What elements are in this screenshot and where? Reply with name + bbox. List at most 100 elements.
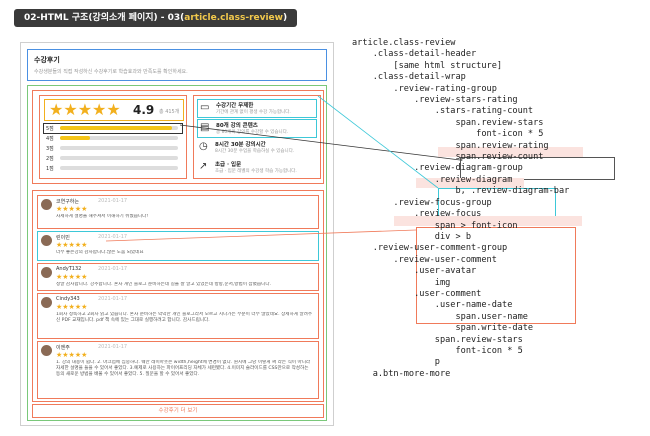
review-diagram-bar <box>60 126 178 130</box>
review-focus-desc: 초급 · 입문 레벨의 수강생 학습 가능합니다. <box>215 169 297 174</box>
user-avatar <box>41 297 52 308</box>
structure-line: .review-focus-group <box>352 197 492 208</box>
user-avatar <box>41 345 52 356</box>
user-name: AndyT132 <box>56 266 82 272</box>
review-stars-rating: ★★★★★ 4.9 총 415개 <box>44 99 184 121</box>
class-detail-header: 수강후기 수강생분들의 직접 작성하신 수강후기로 학습효과와 만족도를 확인하… <box>27 49 327 81</box>
structure-line: img <box>352 277 451 288</box>
structure-line: .review-user-comment-group <box>352 243 508 254</box>
structure-line: div > b <box>352 231 471 242</box>
hl-comment-box <box>416 227 576 324</box>
review-diagram-bar-fill <box>60 126 173 130</box>
hl-comment-group <box>394 216 582 226</box>
review-user-comment-group: 코연구하는 2021-01-17 ★★★★★ 자세하게 설명을 해주셔서 이해하기 쉬… <box>32 190 324 402</box>
structure-line: .review-rating-group <box>352 83 497 94</box>
structure-line: span.review-count <box>352 152 544 163</box>
review-diagram: 5점 <box>43 123 183 134</box>
structure-line: .class-detail-wrap <box>352 72 466 83</box>
review-focus-desc: 기간에 관계 없이 평생 수강 가능합니다. <box>216 110 291 115</box>
review-diagram-bar <box>60 136 178 140</box>
structure-line: .review-diagram <box>352 174 513 185</box>
comment-text: 너무 좋은강의 감사합니다.많은 도움 되었네요 <box>56 250 144 255</box>
structure-line: .stars-rating-count <box>352 106 534 117</box>
review-diagram-bar <box>60 166 178 170</box>
comment-text: 1회차 정독하고 2회차 읽고 있습니다. 혼자 준비하는 막막한 개인 블로그… <box>56 312 313 324</box>
page-mockup: 수강후기 수강생분들의 직접 작성하신 수강후기로 학습효과와 만족도를 확인하… <box>20 42 334 426</box>
user-avatar <box>41 267 52 278</box>
structure-line: p <box>352 357 440 368</box>
review-stars: ★★★★★ <box>56 303 88 311</box>
structure-line: span.write-date <box>352 323 534 334</box>
hl-diagram-group <box>438 147 583 157</box>
review-focus-desc: 8시간 30분 수업을 학습하실 수 있습니다. <box>215 149 295 154</box>
hl-focus-group <box>416 178 524 188</box>
structure-line: .class-detail-header <box>352 49 477 60</box>
review-stars: ★★★★★ <box>49 100 121 119</box>
title-prefix: 02-HTML 구조(강의소개 페이지) - 03( <box>24 13 185 23</box>
review-diagram-label: 5점 <box>46 126 54 132</box>
btn-more[interactable]: 수강후기 더 보기 <box>32 404 324 418</box>
screen-icon: ▭ <box>200 102 210 113</box>
structure-line: .user-comment <box>352 288 482 299</box>
structure-line: .user-name-date <box>352 300 513 311</box>
review-diagram-label: 4점 <box>46 136 54 142</box>
structure-line: a.btn-more-more <box>352 368 451 379</box>
structure-line: .user-avatar <box>352 266 477 277</box>
title-suffix: ) <box>282 13 288 23</box>
review-focus-title: 수강기간 무제한 <box>216 103 254 109</box>
review-focus-title: 8시간 30분 강의시간 <box>215 142 266 148</box>
review-diagram-bar <box>60 146 178 150</box>
review-focus-title: 초급 · 입문 <box>215 162 242 168</box>
structure-line: font-icon * 5 <box>352 345 523 356</box>
review-user-comment: AndyT132 2021-01-17 ★★★★★정말 감사합니다. 강추합니다. … <box>37 263 319 291</box>
structure-line: article.class-review <box>352 38 456 48</box>
review-diagram-group: 5점 4점 3점 2점 1점 <box>43 123 183 174</box>
user-avatar <box>41 199 52 210</box>
structure-line: .review-diagram-group <box>352 163 523 174</box>
review-diagram: 2점 <box>44 154 182 163</box>
review-rating: 4.9 <box>133 103 155 117</box>
review-stars: ★★★★★ <box>56 241 88 249</box>
review-diagram-label: 3점 <box>46 146 54 152</box>
clock-icon: ◷ <box>199 141 208 152</box>
structure-line: [same html structure] <box>352 60 503 71</box>
structure-line: .review-stars-rating <box>352 95 518 106</box>
review-diagram: 1점 <box>44 164 182 173</box>
structure-line: span.review-rating <box>352 140 549 151</box>
review-diagram-label: 2점 <box>46 156 54 162</box>
structure-line: span > font-icon <box>352 220 518 231</box>
structure-line: b, .review-diagram-bar <box>352 186 570 197</box>
review-stars: ★★★★★ <box>56 351 88 359</box>
user-name: Cindy343 <box>56 296 80 302</box>
review-count: 총 415개 <box>159 109 180 115</box>
review-stars: ★★★★★ <box>56 273 88 281</box>
book-icon: ▤ <box>200 122 210 133</box>
review-user-comment: Cindy343 2021-01-17 ★★★★★1회차 정독하고 2회차 읽고 있… <box>37 293 319 339</box>
review-diagram-bar-fill <box>60 136 90 140</box>
comment-text: 자세하게 설명을 해주셔서 이해하기 쉬웠습니다! <box>56 214 149 219</box>
structure-line: .review-focus <box>352 209 482 220</box>
structure-line: span.user-name <box>352 311 528 322</box>
review-focus-desc: 총 80개의 강의를 수강할 수 있습니다. <box>216 130 289 135</box>
user-name: 린이민 <box>56 235 70 241</box>
comment-text: 정말 감사합니다. 강추합니다. 혼자 개인 블로그 준비하는데 길을 잘 알고… <box>56 282 272 287</box>
user-name: 코연구하는 <box>56 199 80 205</box>
structure-line: .review-user-comment <box>352 254 497 265</box>
chart-up-icon: ↗ <box>199 161 208 172</box>
user-avatar <box>41 235 52 246</box>
review-focus-title: 80개 강의 콘텐츠 <box>216 123 258 129</box>
section-desc: 수강생분들의 직접 작성하신 수강후기로 학습효과와 만족도를 확인하세요. <box>34 69 188 75</box>
write-date: 2021-01-17 <box>98 266 128 272</box>
btn-more-label[interactable]: 수강후기 더 보기 <box>158 408 198 414</box>
page-title: 02-HTML 구조(강의소개 페이지) - 03(article.class-… <box>14 9 298 27</box>
write-date: 2021-01-17 <box>98 296 128 302</box>
review-diagram-bar <box>60 156 178 160</box>
